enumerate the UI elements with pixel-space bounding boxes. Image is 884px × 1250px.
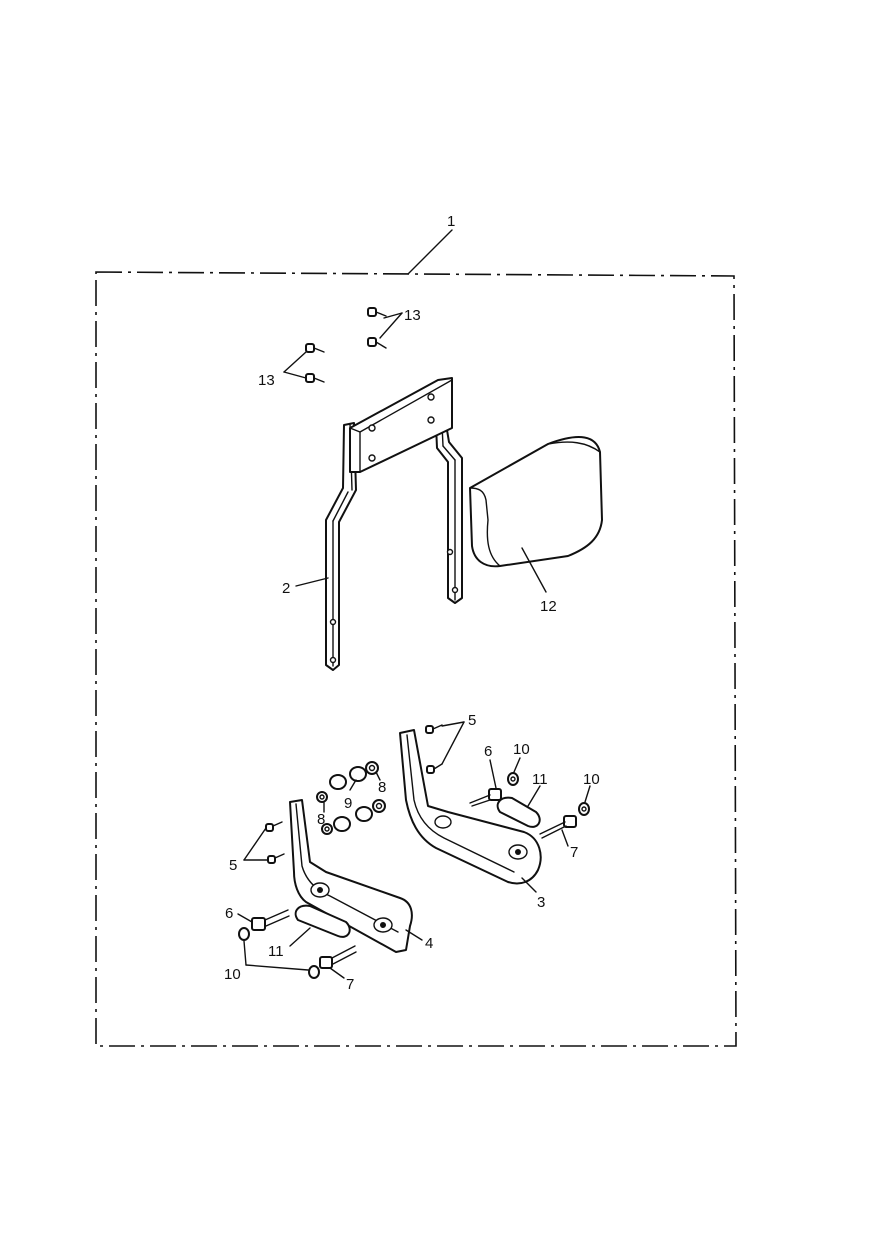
callout-5-lower: 5 — [229, 857, 237, 874]
callout-2: 2 — [282, 580, 290, 597]
mounting-bracket-right — [399, 729, 542, 893]
callout-12: 12 — [540, 598, 557, 615]
callout-8-right: 8 — [378, 779, 386, 796]
hex-bolts — [237, 759, 502, 931]
screw-set-lower — [283, 343, 325, 383]
callout-13-lower: 13 — [258, 372, 275, 389]
callout-4: 4 — [425, 935, 433, 952]
callout-13-upper: 13 — [404, 307, 421, 324]
slotted-plates — [289, 785, 541, 947]
callout-10-upper-right: 10 — [583, 771, 600, 788]
callout-labels: 1 2 3 4 5 5 6 6 7 7 8 8 9 10 10 10 11 11… — [224, 213, 600, 993]
kit-boundary-frame — [95, 229, 737, 1047]
backrest-frame — [295, 377, 463, 671]
callout-10-lower: 10 — [224, 966, 241, 983]
callout-7-lower: 7 — [346, 976, 354, 993]
small-bolts-upper — [425, 721, 465, 774]
callout-9: 9 — [344, 795, 352, 812]
small-bolts-lower — [243, 821, 285, 864]
callout-6-lower: 6 — [225, 905, 233, 922]
mounting-bracket-left — [289, 799, 423, 953]
callout-11-upper: 11 — [532, 771, 548, 788]
callout-6-upper: 6 — [484, 743, 492, 760]
callout-11-lower: 11 — [268, 943, 284, 960]
callout-7-upper: 7 — [570, 844, 578, 861]
callout-1: 1 — [447, 213, 455, 230]
long-bolts — [319, 815, 577, 979]
washers — [238, 757, 591, 979]
nuts-and-spacers — [316, 761, 386, 835]
callout-8-left: 8 — [317, 811, 325, 828]
callout-3: 3 — [537, 894, 545, 911]
screw-set-upper — [367, 307, 403, 349]
backrest-pad — [469, 436, 603, 593]
callout-10-upper-left: 10 — [513, 741, 530, 758]
callout-5-upper: 5 — [468, 712, 476, 729]
